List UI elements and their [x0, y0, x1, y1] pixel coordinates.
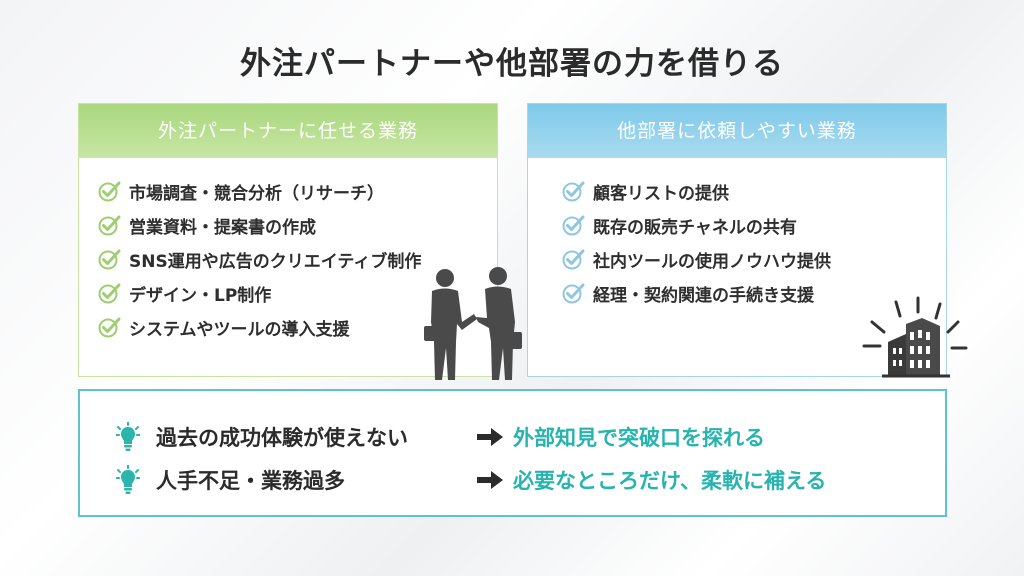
lightbulb-icon — [116, 422, 140, 451]
outsource-panel: 外注パートナーに任せる業務 市場調査・競合分析（リサーチ） 営業資料・提案書の作… — [78, 103, 498, 377]
list-item: デザイン・LP制作 — [98, 276, 421, 310]
list-item-label: デザイン・LP制作 — [129, 285, 272, 306]
outsource-panel-heading: 外注パートナーに任せる業務 — [79, 104, 497, 158]
handshake-illustration — [424, 267, 522, 380]
building-illustration — [862, 296, 968, 378]
check-icon — [98, 181, 121, 202]
list-item-label: 社内ツールの使用ノウハウ提供 — [593, 251, 831, 272]
other-department-task-list: 顧客リストの提供 既存の販売チャネルの共有 社内ツールの使用ノウハウ提供 経理・… — [562, 174, 831, 310]
benefit-solution: 必要なところだけ、柔軟に補える — [513, 469, 827, 493]
benefit-row: 過去の成功体験が使えない 外部知見で突破口を探れる — [116, 418, 765, 456]
check-icon — [562, 181, 585, 202]
list-item-label: システムやツールの導入支援 — [129, 319, 350, 340]
list-item: 経理・契約関連の手続き支援 — [562, 276, 831, 310]
list-item-label: 営業資料・提案書の作成 — [129, 217, 316, 238]
list-item: システムやツールの導入支援 — [98, 310, 421, 344]
benefits-box: 過去の成功体験が使えない 外部知見で突破口を探れる 人手不足・業務過多 必要なと… — [78, 389, 947, 517]
list-item: 顧客リストの提供 — [562, 174, 831, 208]
check-icon — [562, 249, 585, 270]
check-icon — [562, 215, 585, 236]
lightbulb-icon — [116, 465, 140, 494]
check-icon — [98, 215, 121, 236]
list-item-label: 経理・契約関連の手続き支援 — [593, 285, 814, 306]
other-department-panel: 他部署に依頼しやすい業務 顧客リストの提供 既存の販売チャネルの共有 社内ツール… — [527, 103, 947, 377]
right-arrow-icon — [477, 471, 503, 489]
check-icon — [562, 283, 585, 304]
benefit-solution: 外部知見で突破口を探れる — [513, 426, 765, 450]
right-arrow-icon — [477, 428, 503, 446]
list-item-label: 市場調査・競合分析（リサーチ） — [129, 183, 384, 204]
list-item-label: 既存の販売チャネルの共有 — [593, 217, 797, 238]
list-item: 市場調査・競合分析（リサーチ） — [98, 174, 421, 208]
page-title: 外注パートナーや他部署の力を借りる — [240, 46, 784, 82]
other-department-panel-heading: 他部署に依頼しやすい業務 — [528, 104, 946, 158]
list-item-label: 顧客リストの提供 — [593, 183, 729, 204]
benefit-problem: 過去の成功体験が使えない — [156, 426, 408, 450]
list-item: 既存の販売チャネルの共有 — [562, 208, 831, 242]
list-item: SNS運用や広告のクリエイティブ制作 — [98, 242, 421, 276]
check-icon — [98, 283, 121, 304]
list-item: 営業資料・提案書の作成 — [98, 208, 421, 242]
benefit-problem: 人手不足・業務過多 — [156, 469, 345, 493]
check-icon — [98, 249, 121, 270]
outsource-task-list: 市場調査・競合分析（リサーチ） 営業資料・提案書の作成 SNS運用や広告のクリエ… — [98, 174, 421, 344]
list-item: 社内ツールの使用ノウハウ提供 — [562, 242, 831, 276]
list-item-label: SNS運用や広告のクリエイティブ制作 — [129, 251, 422, 272]
benefit-row: 人手不足・業務過多 必要なところだけ、柔軟に補える — [116, 461, 826, 499]
check-icon — [98, 317, 121, 338]
